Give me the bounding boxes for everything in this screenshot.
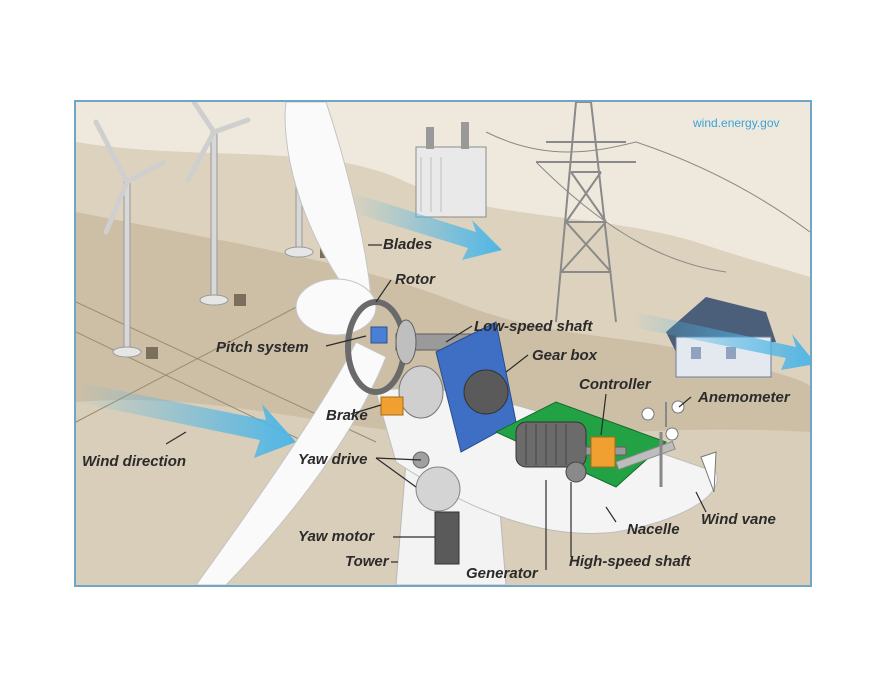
leader-lines (165, 244, 707, 570)
label-wind-vane: Wind vane (701, 511, 776, 528)
wind-arrow-right (631, 312, 810, 370)
controller-box (590, 436, 616, 468)
label-pitch-system: Pitch system (216, 339, 309, 356)
yaw-gear (415, 466, 461, 512)
label-tower: Tower (345, 553, 389, 570)
wind-arrow-upper (351, 194, 502, 260)
label-brake: Brake (326, 407, 368, 424)
label-wind-direction: Wind direction (82, 453, 187, 470)
generator (515, 421, 587, 468)
label-high-speed-shaft: High-speed shaft (569, 553, 691, 570)
label-nacelle: Nacelle (627, 521, 680, 538)
diagram-frame: wind.energy.gov Blades Rotor Pitch syste… (74, 100, 812, 587)
background-turbine-2 (185, 102, 251, 306)
label-generator: Generator (466, 565, 538, 582)
transmission-tower (485, 102, 810, 323)
background-turbine-1 (93, 119, 167, 359)
label-rotor: Rotor (395, 271, 435, 288)
blade-lower (195, 341, 387, 585)
brake-box (380, 396, 404, 416)
pitch-system-box (370, 326, 388, 344)
label-anemometer: Anemometer (698, 389, 790, 406)
label-yaw-motor: Yaw motor (298, 528, 375, 545)
source-url[interactable]: wind.energy.gov (693, 116, 780, 130)
label-controller: Controller (579, 376, 651, 393)
transformer (415, 122, 487, 218)
label-blades: Blades (383, 236, 433, 253)
label-gear-box: Gear box (532, 347, 598, 364)
label-low-speed-shaft: Low-speed shaft (474, 318, 593, 335)
brake-disc (398, 365, 444, 419)
blade-upper (284, 102, 372, 298)
wind-turbine-illustration (76, 102, 810, 585)
yaw-motor-cylinder (434, 511, 460, 565)
wind-arrow-main (76, 382, 296, 458)
anemometer (641, 400, 685, 441)
wind-vane (700, 451, 717, 493)
label-yaw-drive: Yaw drive (298, 451, 368, 468)
